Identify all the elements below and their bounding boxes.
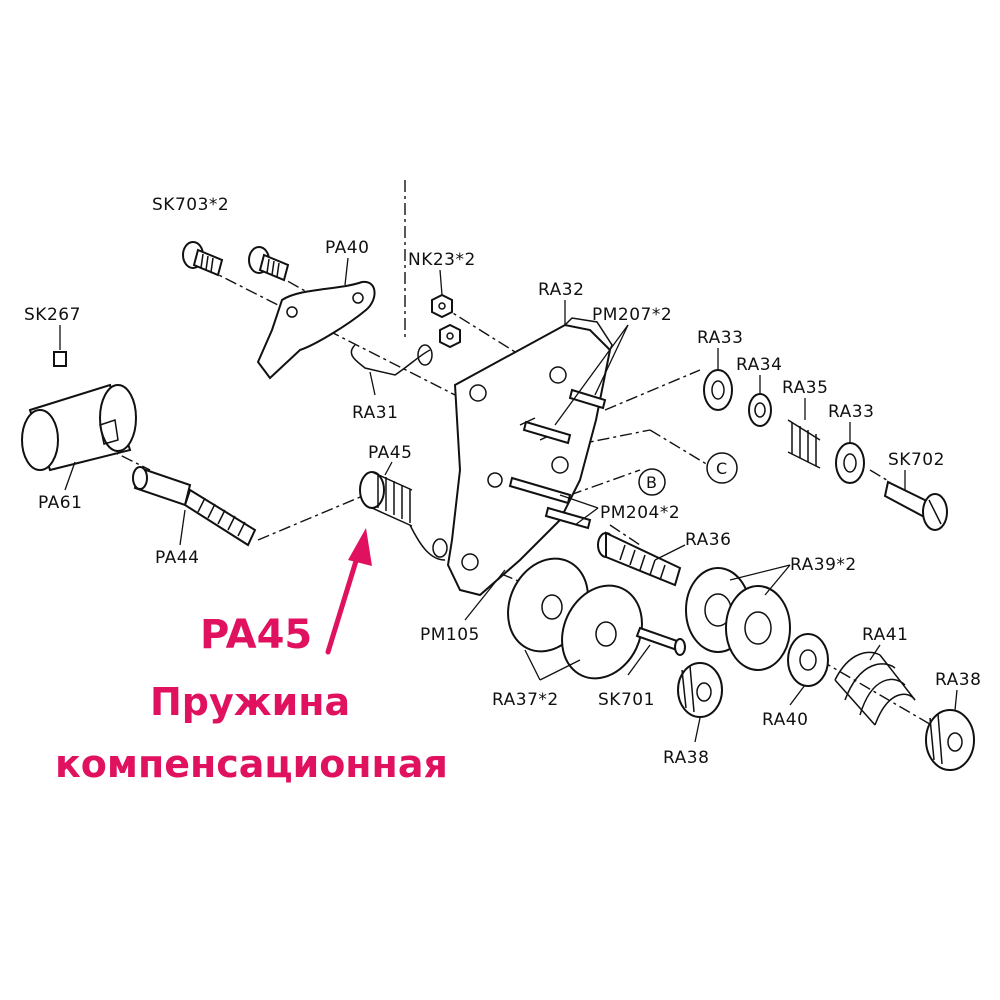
ra37-discs (507, 557, 643, 680)
label-pm105: PM105 (420, 625, 480, 645)
pm204-pins (508, 476, 592, 530)
label-ra37: RA37*2 (492, 690, 559, 710)
ref-marker-c-text: C (716, 459, 727, 478)
sk267-grub-screw (53, 351, 67, 367)
label-pa61: PA61 (38, 493, 82, 513)
label-ra33-right: RA33 (828, 402, 874, 422)
label-sk702: SK702 (888, 450, 945, 470)
ra38-knurled-nut-bottom (677, 662, 723, 718)
sk701-screw (635, 626, 686, 656)
ra38-knurled-nut-right (925, 709, 975, 771)
callout-part-name-line2: компенсационная (55, 742, 448, 786)
label-pm204: PM204*2 (600, 503, 680, 523)
callout-part-code: PA45 (200, 612, 313, 658)
label-ra33-top: RA33 (697, 328, 743, 348)
ra33-bush-right (835, 442, 865, 484)
label-sk703: SK703*2 (152, 195, 229, 215)
label-ra36: RA36 (685, 530, 731, 550)
label-ra41: RA41 (862, 625, 908, 645)
ra40-washer (787, 633, 829, 687)
pa44-shaft (132, 466, 257, 547)
leader-lines (59, 257, 958, 743)
label-ra35: RA35 (782, 378, 828, 398)
label-ra38-bottom: RA38 (663, 748, 709, 768)
sk703-screw-right (248, 246, 290, 282)
callout-part-name-line1: Пружина (150, 680, 351, 724)
label-sk701: SK701 (598, 690, 655, 710)
pa40-bracket (256, 280, 376, 380)
label-ra38-right: RA38 (935, 670, 981, 690)
label-pa45: PA45 (368, 443, 412, 463)
sk702-screw (883, 480, 948, 531)
ref-marker-b: B (638, 468, 666, 496)
label-sk267: SK267 (24, 305, 81, 325)
ref-marker-c: C (706, 452, 738, 484)
part-labels: SK703*2 PA40 NK23*2 RA32 PM207*2 RA33 RA… (24, 195, 981, 768)
label-ra39: RA39*2 (790, 555, 857, 575)
label-pm207: PM207*2 (592, 305, 672, 325)
ra36-stud (597, 531, 682, 587)
ra33-bush-top (703, 369, 733, 411)
ra39-washers (685, 567, 791, 671)
ra41-cone-spring (834, 651, 916, 726)
sk703-screw-left (182, 241, 224, 277)
ref-marker-b-text: B (646, 473, 657, 492)
label-ra34: RA34 (736, 355, 782, 375)
ra34-washer (748, 393, 772, 427)
ra31-wire-spring (350, 344, 431, 376)
label-nk23: NK23*2 (408, 250, 476, 270)
label-ra31: RA31 (352, 403, 398, 423)
label-pa40: PA40 (325, 238, 369, 258)
label-ra32: RA32 (538, 280, 584, 300)
label-pa44: PA44 (155, 548, 199, 568)
pa45-compensation-spring (359, 471, 448, 561)
pm207-pins (522, 388, 607, 445)
pa61-sleeve (21, 383, 137, 472)
ra32-plate (446, 317, 613, 597)
nk23-nuts (431, 293, 461, 349)
ra35-spring (787, 419, 821, 469)
highlight-arrow (325, 528, 372, 655)
label-ra40: RA40 (762, 710, 808, 730)
